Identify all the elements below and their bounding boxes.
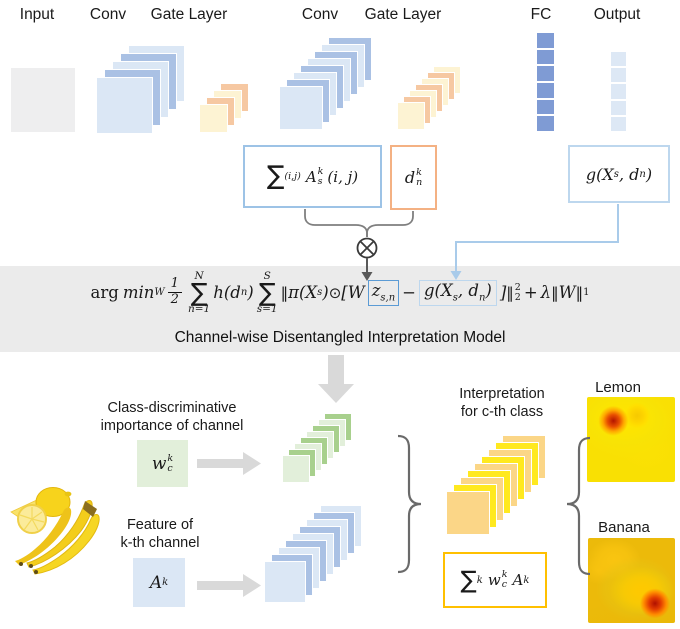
input-photo (10, 487, 100, 575)
g-term-inline-box: g(Xs, dn) (419, 279, 497, 306)
layer-label-conv1: Conv (89, 6, 127, 23)
layer-label-conv2: Conv (301, 6, 339, 23)
layer-label-gate2: Gate Layer (364, 6, 442, 23)
lemon-shape (35, 487, 71, 517)
layer-label-fc: FC (530, 6, 552, 23)
left-brace-icon (397, 434, 422, 574)
gate2-stack (397, 66, 461, 130)
conv2-stack (279, 37, 372, 130)
banana-heatmap-image (588, 538, 675, 623)
z-term-box: zs,n (367, 279, 400, 306)
lemon-nub (64, 491, 72, 497)
output-bar (611, 52, 626, 132)
banana-bunch (15, 500, 100, 575)
lemon-heatmap-image (587, 397, 675, 482)
layer-label-input: Input (19, 6, 55, 23)
input-image-square (11, 68, 75, 132)
a-right-arrow-icon (197, 574, 261, 597)
down-arrow-icon (318, 355, 354, 403)
otimes-icon (356, 237, 378, 259)
weight-stack (282, 413, 352, 483)
gate1-stack (199, 83, 249, 133)
lemon-label: Lemon (595, 379, 641, 396)
feature-stack (264, 505, 362, 603)
merge-bracket (304, 209, 414, 237)
model-equation-strip (0, 266, 680, 352)
lemon-segments (19, 507, 45, 531)
conv1-stack (96, 45, 185, 134)
banana-label: Banana (598, 519, 650, 536)
layer-label-gate1: Gate Layer (150, 6, 228, 23)
layer-label-output: Output (593, 6, 641, 23)
model-caption: Channel-wise Disentangled Interpretation… (174, 329, 506, 346)
interpretation-stack (446, 435, 546, 535)
w-right-arrow-icon (197, 452, 261, 475)
fc-bar (537, 33, 554, 132)
